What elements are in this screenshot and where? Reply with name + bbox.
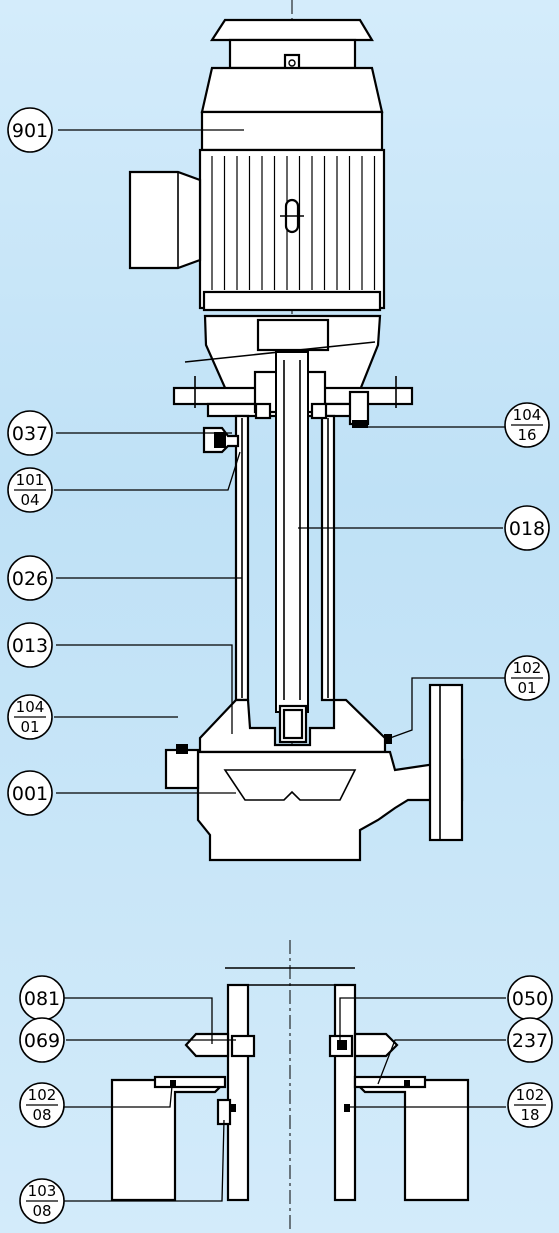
housing-left (110, 1078, 224, 1202)
label-018: 018 (509, 518, 545, 540)
motor-bottom-band (202, 290, 382, 312)
label-013: 013 (12, 635, 48, 657)
label-102-08-top: 102 (28, 1086, 57, 1104)
leader-050 (339, 997, 506, 1040)
label-104-01-top: 104 (16, 698, 45, 716)
drain-plug-nut (176, 744, 188, 754)
seal-102-08 (170, 1080, 176, 1086)
label-104-01-bottom: 01 (20, 718, 39, 736)
bearing-clip-left (254, 402, 272, 420)
plate-237 (353, 1075, 427, 1089)
label-050: 050 (512, 988, 548, 1010)
bubble-069 (19, 1017, 65, 1063)
sleeve-069-right (333, 983, 357, 1202)
ring-050-core (337, 1040, 347, 1050)
bubble-018 (504, 505, 550, 551)
label-104-16-bottom: 16 (517, 426, 536, 444)
wing-081 (184, 1032, 230, 1058)
label-102-01-top: 102 (513, 659, 542, 677)
impeller-outline (223, 769, 357, 801)
leader-102-08 (64, 1085, 173, 1108)
volute-casing (196, 750, 464, 862)
bubble-013 (7, 622, 53, 668)
drain-plug-104-01 (164, 748, 200, 790)
label-081: 081 (24, 988, 60, 1010)
seal-102-01 (384, 734, 392, 744)
label-001: 001 (12, 783, 48, 805)
bearing-clip-right (310, 402, 328, 420)
label-101-04-bottom: 04 (20, 491, 39, 509)
plate-left (153, 1075, 227, 1089)
shaft-018 (275, 351, 309, 713)
ring-081 (230, 1034, 256, 1058)
impeller-nut-inner (282, 708, 304, 740)
pump-assembly: 901 037 101 04 026 013 104 01 001 (7, 0, 550, 862)
bubble-026 (7, 555, 53, 601)
leader-102-01 (389, 677, 505, 739)
discharge-flange (428, 683, 464, 842)
label-026: 026 (12, 568, 48, 590)
label-069: 069 (24, 1030, 60, 1052)
leader-103-08 (64, 1119, 225, 1202)
bubble-901 (7, 107, 53, 153)
motor-shoulder (200, 66, 384, 114)
motor-band (200, 110, 384, 152)
seal-102-18 (344, 1104, 350, 1112)
bolt-104-16 (348, 390, 370, 426)
callouts-upper: 901 037 101 04 026 013 104 01 001 (7, 107, 550, 816)
bolt-104-16-nut (352, 420, 368, 428)
label-237: 237 (512, 1030, 548, 1052)
label-037: 037 (12, 423, 48, 445)
leader-237 (377, 1039, 506, 1085)
wing-050-right (353, 1032, 399, 1058)
label-102-18-bottom: 18 (520, 1106, 539, 1124)
bubble-237 (507, 1017, 553, 1063)
label-102-08-bottom: 08 (32, 1106, 51, 1124)
label-901: 901 (12, 120, 48, 142)
label-102-18-top: 102 (516, 1086, 545, 1104)
bubble-037 (7, 410, 53, 456)
motor-eye-hole (288, 59, 296, 67)
lantern-window (256, 318, 330, 352)
leader-013 (56, 644, 233, 734)
motor-901 (128, 18, 386, 312)
motor-top-cap (209, 18, 374, 42)
nozzle-037-nut (214, 432, 226, 448)
label-103-08-top: 103 (28, 1182, 57, 1200)
label-104-16-top: 104 (513, 406, 542, 424)
leader-081 (56, 997, 213, 1044)
label-102-01-bottom: 01 (517, 679, 536, 697)
label-101-04-top: 101 (16, 471, 45, 489)
seal-102-18-top (404, 1080, 410, 1086)
sleeve-069-left (226, 983, 250, 1202)
motor-terminal-box (128, 170, 202, 270)
housing-right (356, 1078, 470, 1202)
seal-103-08-core (230, 1104, 236, 1112)
casing-cover (198, 698, 387, 754)
leader-101-04 (54, 451, 241, 491)
volute-casing-001 (164, 683, 464, 862)
seal-detail: 081 069 102 08 103 08 050 237 102 18 (19, 940, 553, 1233)
casing-cover-013 (198, 698, 387, 754)
label-103-08-bottom: 08 (32, 1202, 51, 1220)
bubble-001 (7, 770, 53, 816)
